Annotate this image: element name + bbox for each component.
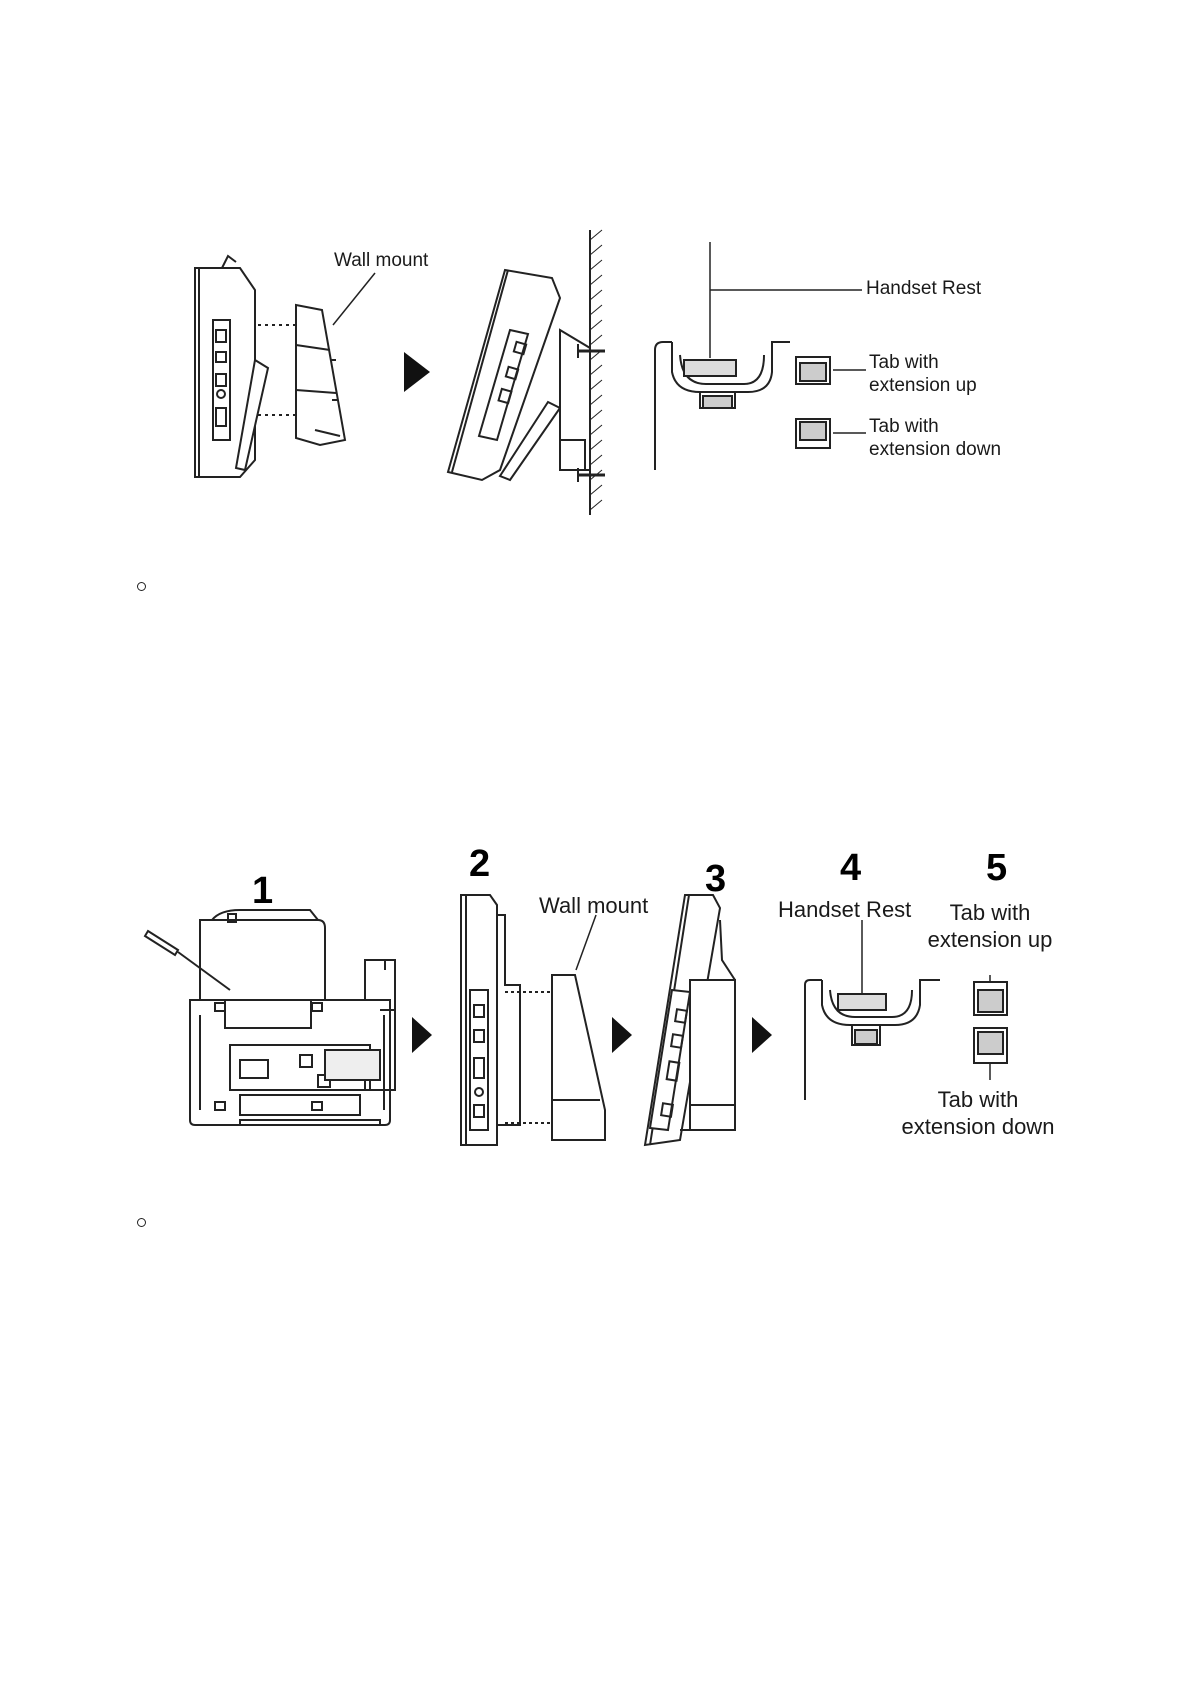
phone-mounted-view [448,270,590,480]
wall-mount-bracket-a [296,305,345,445]
arrow-right-icon [404,352,430,392]
list-bullet [137,1218,146,1227]
step-number-1: 1 [252,870,273,913]
step-number-5: 5 [986,847,1007,890]
figure2-handset-rest-label: Handset Rest [778,897,911,922]
figure1-wall-mount-label: Wall mount [334,250,428,272]
figure2-tab-down-label-line2: extension down [893,1114,1063,1139]
figure1-tab-down-label-line1: Tab with [869,416,939,438]
wall-mount-leader [576,915,596,970]
figure2-tab-up-label-line2: extension up [915,927,1065,952]
arrow-right-icon [412,1017,432,1053]
figure2-tab-down-label-line1: Tab with [903,1087,1053,1112]
figure1-handset-rest-label: Handset Rest [866,278,981,300]
figure2-tab-up-label-line1: Tab with [915,900,1065,925]
step-number-3: 3 [705,858,726,901]
tab-extension-up-icon [796,357,866,384]
figure-1-drawing [0,0,1190,530]
figure1-tab-up-label-line2: extension up [869,375,977,397]
figure-1-wall-mount-diagram [0,0,1190,530]
mount-guide-lines [505,992,552,1123]
step-number-4: 4 [840,847,861,890]
phone-back-view [145,910,395,1125]
figure2-wall-mount-label: Wall mount [539,893,648,918]
step-number-2: 2 [469,843,490,886]
tab-extension-down-icon [796,419,866,448]
phone-side-view-a [195,256,268,477]
phone-mounted-view-b [645,895,735,1145]
arrow-right-icon [752,1017,772,1053]
tab-extension-up-icon [974,975,1007,1015]
tab-extension-down-icon [974,1028,1007,1080]
wall-mount-bracket-b [552,975,605,1140]
arrow-right-icon [612,1017,632,1053]
figure1-tab-up-label-line1: Tab with [869,352,939,374]
wall-mount-leader [333,273,375,325]
phone-side-view-b [461,895,520,1145]
wall-hatching [590,230,602,510]
list-bullet [137,582,146,591]
figure1-tab-down-label-line2: extension down [869,439,1001,461]
